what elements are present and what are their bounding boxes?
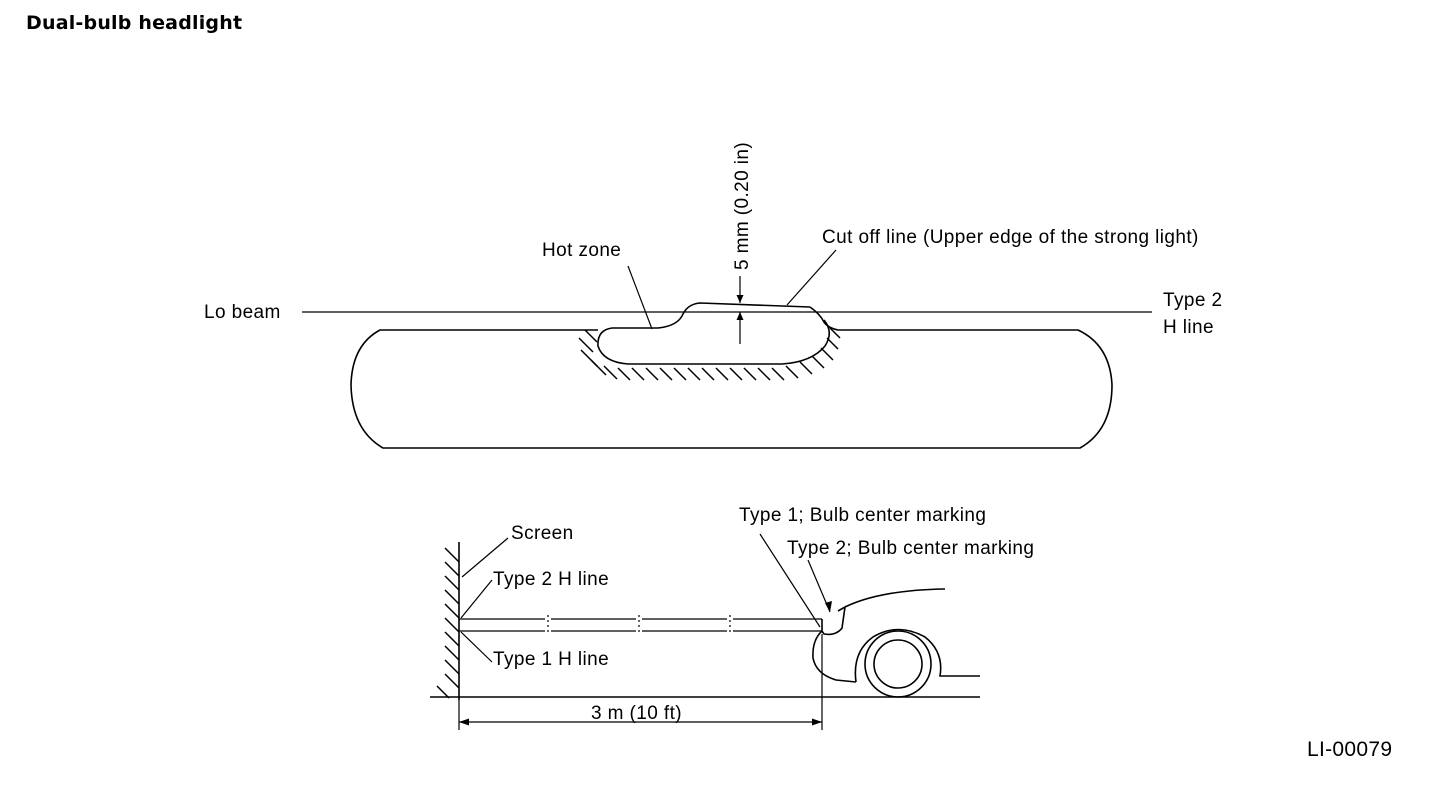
- offset-label: 5 mm (0.20 in): [732, 142, 753, 270]
- type1-marking-label: Type 1; Bulb center marking: [739, 505, 986, 526]
- distance-dimension: [458, 634, 823, 730]
- type1-hline-leader: [460, 631, 493, 663]
- offset-dimension: [736, 276, 744, 344]
- type1-h-line-label: Type 1 H line: [493, 649, 609, 670]
- beam-pattern: Lo beam Hot zone 5 mm (0.20 in) Cut off …: [204, 142, 1222, 449]
- type2-hline-leader: [460, 579, 493, 619]
- cutoff-label: Cut off line (Upper edge of the strong l…: [822, 227, 1199, 248]
- h-line-label-hline: H line: [1163, 317, 1214, 338]
- wheel: [864, 630, 932, 698]
- wheel-arch: [854, 628, 980, 683]
- hot-zone-hatching: [578, 327, 841, 381]
- h-line-label-type: Type 2: [1163, 290, 1222, 311]
- screen-leader: [461, 537, 509, 578]
- hot-zone-outline: [597, 302, 831, 365]
- distance-label: 3 m (10 ft): [591, 703, 682, 724]
- screen-label: Screen: [511, 523, 574, 544]
- type2-marking-arrowhead: [825, 601, 832, 612]
- type1-marking-leader: [759, 533, 821, 628]
- beam-outline: [350, 306, 1113, 449]
- wheel-hub: [873, 639, 923, 689]
- screen-hatching: [436, 547, 460, 699]
- lo-beam-label: Lo beam: [204, 302, 281, 323]
- page-title: Dual-bulb headlight: [26, 12, 243, 34]
- h-lines: [459, 615, 822, 635]
- side-view: Screen Type 2 H line Type 1 H line Type …: [430, 505, 1034, 730]
- type2-h-line-label: Type 2 H line: [493, 569, 609, 590]
- vehicle-body: [812, 588, 946, 683]
- type2-marking-label: Type 2; Bulb center marking: [787, 538, 1034, 559]
- hot-zone-label: Hot zone: [542, 240, 621, 261]
- hot-zone-leader: [627, 265, 653, 330]
- figure-id: LI-00079: [1307, 738, 1393, 761]
- cutoff-leader: [786, 249, 837, 306]
